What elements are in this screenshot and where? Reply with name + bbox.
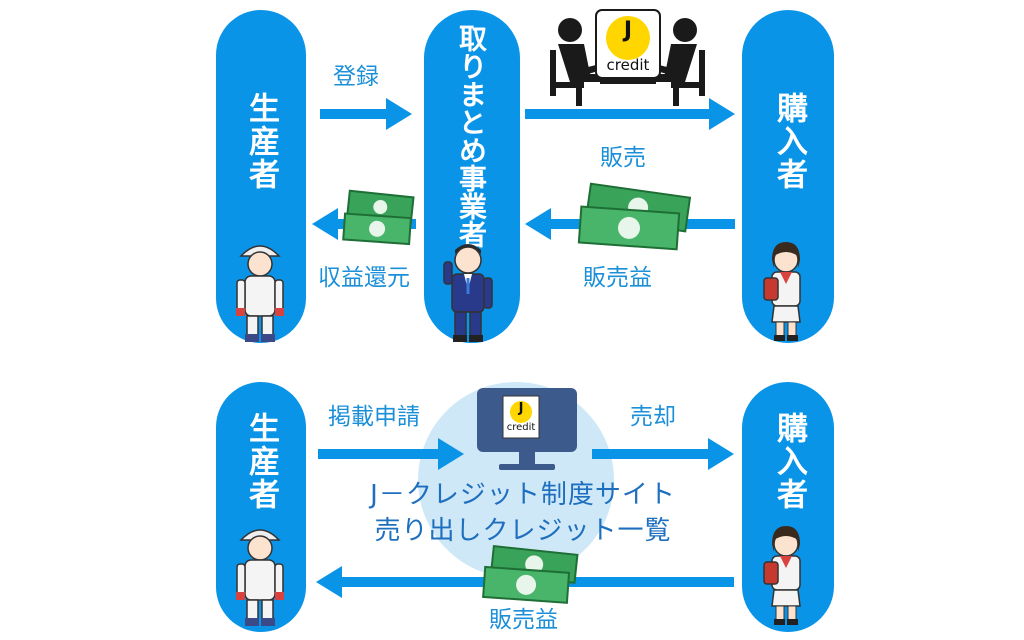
logo-word-bottom: credit	[506, 422, 536, 433]
logo-word-top: credit	[606, 56, 650, 74]
money-icon	[577, 182, 692, 251]
office-woman-icon	[763, 242, 801, 341]
businessman-icon	[443, 244, 493, 342]
site-name-line1: J－クレジット制度サイト	[370, 480, 676, 510]
business-meeting-icon	[550, 9, 705, 106]
logo-letter-bottom: J	[518, 401, 524, 416]
arrow-sale	[525, 98, 735, 130]
site-name-line2: 売り出しクレジット一覧	[374, 516, 672, 546]
producer-label-bottom: 生産者	[243, 412, 279, 511]
label-revenue-return: 収益還元	[318, 265, 410, 291]
producer-label-top: 生産者	[243, 92, 279, 191]
computer-monitor-icon	[477, 388, 577, 470]
arrow-register	[320, 98, 412, 130]
office-woman-icon	[763, 526, 801, 625]
label-register: 登録	[333, 64, 379, 90]
arrow-apply	[318, 438, 464, 470]
farmer-icon	[236, 245, 284, 342]
label-sell: 売却	[630, 404, 676, 430]
buyer-label-top: 購入者	[771, 92, 807, 191]
buyer-label-bottom: 購入者	[771, 412, 807, 511]
aggregator-label: 取りまとめ事業者	[455, 24, 488, 248]
arrow-sell	[592, 438, 734, 470]
label-sales-revenue-bottom: 販売益	[489, 607, 558, 633]
label-sales-revenue-top: 販売益	[583, 265, 652, 291]
label-sale: 販売	[600, 145, 646, 171]
farmer-icon	[236, 529, 284, 626]
logo-letter-top: J	[623, 18, 633, 43]
money-icon	[342, 189, 415, 246]
money-icon	[482, 545, 579, 604]
label-apply: 掲載申請	[328, 404, 420, 430]
